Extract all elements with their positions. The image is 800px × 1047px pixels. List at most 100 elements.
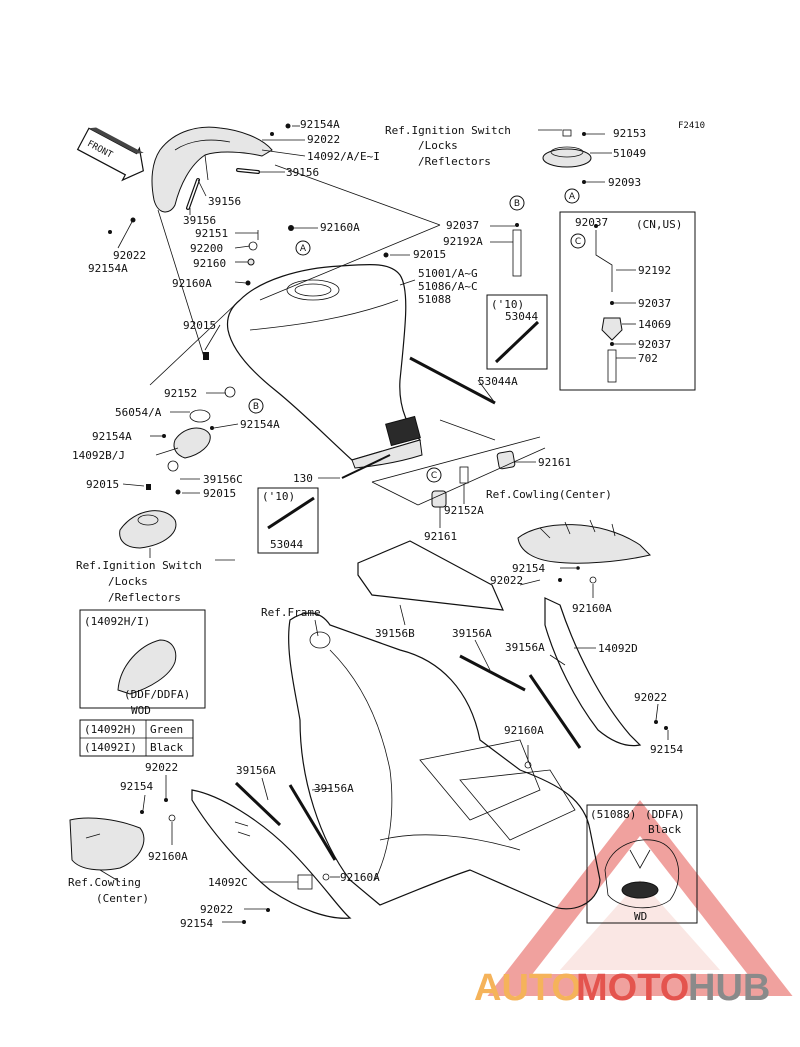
label-92093: 92093 <box>608 176 641 189</box>
inset-tank-box <box>586 804 698 924</box>
label-51001: 51001/A~G <box>418 267 478 280</box>
label-92160: 92160 <box>193 257 226 270</box>
label-92154A-left: 92154A <box>88 262 128 275</box>
seal-53044A <box>409 356 496 405</box>
inset-cover-shape <box>117 639 177 695</box>
label-92022-l2: 92022 <box>200 903 233 916</box>
label-92151: 92151 <box>195 227 228 240</box>
watermark-triangle <box>487 800 793 996</box>
inset-cover-caption: WOD <box>131 704 151 717</box>
label-cn-us: (CN,US) <box>636 218 682 231</box>
label-92152: 92152 <box>164 387 197 400</box>
label-92022-top: 92022 <box>307 133 340 146</box>
label-39156B: 39156B <box>375 627 415 640</box>
bolt-92154-l <box>140 810 144 814</box>
ref-ignition-bottom-2: /Locks <box>108 575 148 588</box>
color-table-part-2: (14092I) <box>84 741 137 754</box>
label-53044-b: 53044 <box>270 538 303 551</box>
label-92160A-l2: 92160A <box>340 871 380 884</box>
label-92152A: 92152A <box>444 504 484 517</box>
label-56054: 56054/A <box>115 406 162 419</box>
label-39156C: 39156C <box>203 473 243 486</box>
grommet-92160A-l2 <box>322 873 330 881</box>
washer-92022-top <box>270 132 274 136</box>
label-14092C: 14092C <box>208 876 248 889</box>
label-92037-b: 92037 <box>575 216 608 229</box>
collar-92160 <box>247 258 255 266</box>
grommet-92160A-r <box>589 576 597 584</box>
strip-39156A-a <box>459 654 526 692</box>
label-92192: 92192 <box>638 264 671 277</box>
label-92015-c: 92015 <box>86 478 119 491</box>
inset-tank-text: (51088) (DDFA) Black WD <box>590 808 685 923</box>
ref-ignition-bottom-1: Ref.Ignition Switch <box>76 559 202 572</box>
label-14069: 14069 <box>638 318 671 331</box>
washer-92022-r2 <box>654 720 658 724</box>
label-92160A-l: 92160A <box>148 850 188 863</box>
bolt-92154A-top <box>285 123 300 129</box>
ref-ignition-top-1: Ref.Ignition Switch <box>385 124 511 137</box>
callout-B-1: B <box>509 195 525 211</box>
ref-ignition-top-3: /Reflectors <box>418 155 491 168</box>
inset-tank-caption: WD <box>634 910 647 923</box>
cowling-center-right <box>517 519 651 564</box>
callout-B-2: B <box>248 398 264 414</box>
label-92154-r2: 92154 <box>650 743 683 756</box>
ref-ignition-top-2: /Locks <box>418 139 458 152</box>
front-arrow: FRONT <box>76 127 144 182</box>
label-14092: 14092/A/E~I <box>307 150 380 163</box>
ref-cowling-center-right: Ref.Cowling(Center) <box>486 488 612 501</box>
cn-us-hose-assembly <box>594 224 623 383</box>
seal-53044-top <box>494 320 540 364</box>
bolt-92154A-left <box>108 230 112 234</box>
callout-A-2: A <box>564 188 580 204</box>
fuel-tank <box>226 263 423 469</box>
inset-cover-box <box>79 609 206 709</box>
svg-text:A: A <box>300 244 307 254</box>
label-130: 130 <box>293 472 313 485</box>
label-92037-d: 92037 <box>638 338 671 351</box>
ref-cowling-left-2: (Center) <box>96 892 149 905</box>
damper-92015-a <box>383 252 389 258</box>
part-labels: 92154A 92022 14092/A/E~I 39156 39156 391… <box>72 118 683 930</box>
grommet-92160A-b <box>245 280 251 286</box>
label-51088: 51088 <box>418 293 451 306</box>
label-53044A: 53044A <box>478 375 518 388</box>
box-10-53044-top <box>486 294 548 370</box>
color-table-color-2: Black <box>150 741 183 754</box>
label-92154-l: 92154 <box>120 780 153 793</box>
box-cn-us <box>559 211 696 391</box>
callout-C-2: C <box>426 467 442 483</box>
label-92154-l2: 92154 <box>180 917 213 930</box>
svg-text:C: C <box>431 471 437 481</box>
label-92015-a: 92015 <box>413 248 446 261</box>
label-92015-b: 92015 <box>183 319 216 332</box>
inset-tank-color: Black <box>648 823 681 836</box>
color-table-part-1: (14092H) <box>84 723 137 736</box>
strip-39156A-b <box>528 674 582 749</box>
watermark-moto: MOTO <box>576 967 689 1009</box>
label-39156-left: 39156 <box>183 214 216 227</box>
label-92154A-c: 92154A <box>92 430 132 443</box>
label-39156-top: 39156 <box>286 166 319 179</box>
label-14092B: 14092B/J <box>72 449 125 462</box>
label-92160A-r2: 92160A <box>504 724 544 737</box>
label-39156A-c: 39156A <box>236 764 276 777</box>
watermark-hub: HUB <box>688 967 770 1009</box>
damper-92152 <box>224 386 236 398</box>
inset-tank-variant: (DDFA) <box>645 808 685 821</box>
cap-lock-assembly <box>119 409 214 549</box>
washer-92022-l2 <box>266 908 270 912</box>
strip-39156A-c <box>234 781 282 827</box>
callout-A-1: A <box>295 240 311 256</box>
pad-39156B <box>357 540 504 611</box>
tank-cover-14092 <box>151 126 273 213</box>
label-14092D: 14092D <box>598 642 638 655</box>
label-92160A-a: 92160A <box>320 221 360 234</box>
label-92153: 92153 <box>613 127 646 140</box>
reference-labels: Ref.Ignition Switch /Locks /Reflectors R… <box>68 124 612 905</box>
ref-frame: Ref.Frame <box>261 606 321 619</box>
bolt-92154-l2 <box>242 920 246 924</box>
